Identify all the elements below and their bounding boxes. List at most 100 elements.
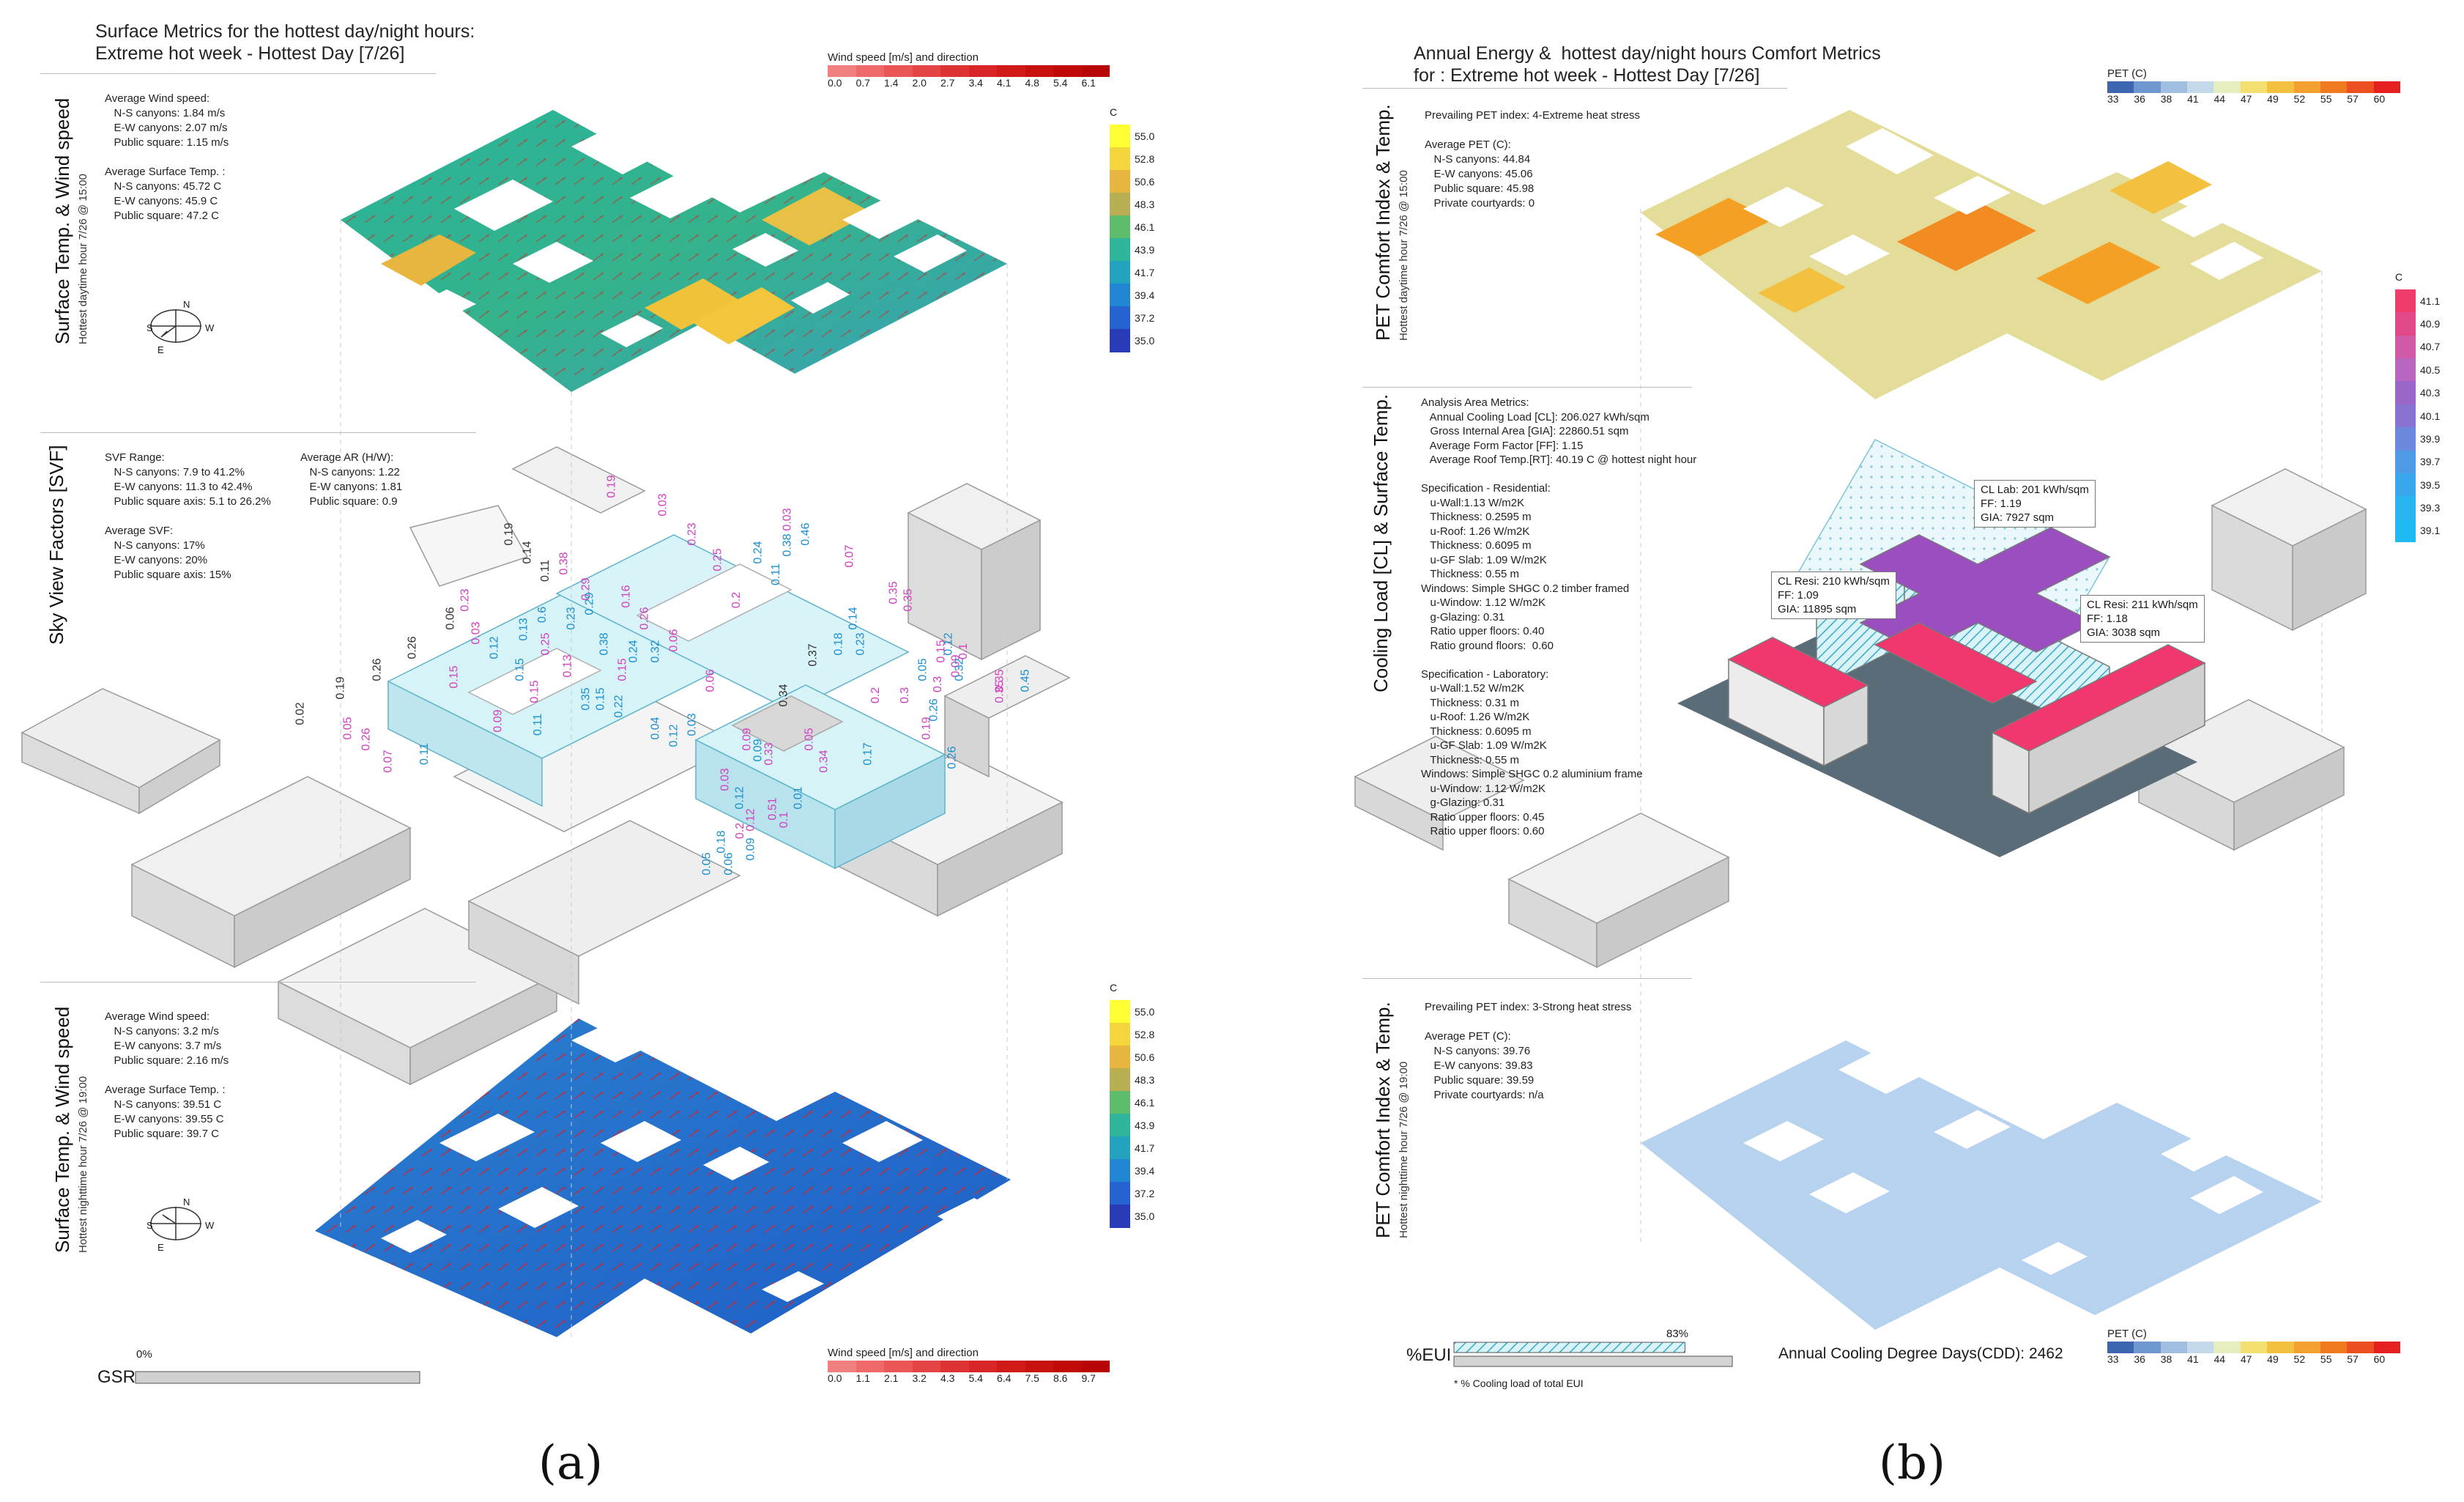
svf-label: 0.03 bbox=[470, 621, 483, 645]
svf-label: 0.19 bbox=[334, 676, 347, 700]
legend-value-label: 39.4 bbox=[1135, 289, 1155, 301]
svf-label: 0.24 bbox=[752, 541, 765, 564]
compass-bottom-e: E bbox=[157, 1242, 164, 1253]
svf-label: 0.34 bbox=[777, 684, 790, 707]
eui-label: %EUI bbox=[1406, 1345, 1452, 1365]
legend-swatch bbox=[2395, 427, 2416, 451]
wind-tick-top: 0.7 bbox=[856, 77, 870, 89]
legend-value-label: 39.3 bbox=[2420, 501, 2441, 514]
svf-label: 0.06 bbox=[444, 607, 457, 630]
svf-label: 0.05 bbox=[803, 728, 816, 751]
wind-tick-top: 2.7 bbox=[940, 77, 955, 89]
legend-swatch bbox=[1110, 306, 1130, 330]
legend-value-label: 40.1 bbox=[2420, 410, 2441, 422]
legend-swatch bbox=[2213, 81, 2241, 93]
legend-value-label: 39.4 bbox=[1135, 1164, 1155, 1177]
legend-swatch bbox=[940, 65, 969, 77]
legend-swatch bbox=[2240, 1342, 2268, 1353]
pet-tick-bottom: 49 bbox=[2267, 1353, 2279, 1365]
svf-label: 0.26 bbox=[638, 607, 651, 630]
svf-label: 0.19 bbox=[605, 475, 618, 498]
legend-swatch bbox=[1110, 1046, 1130, 1069]
a-mid-side-label: Sky View Factors [SVF] bbox=[45, 445, 68, 645]
legend-value-label: 39.1 bbox=[2420, 525, 2441, 537]
a-top-notes: Average Wind speed: N-S canyons: 1.84 m/… bbox=[105, 92, 229, 222]
a-bottom-side-label: Surface Temp. & Wind speed Hottest night… bbox=[51, 1007, 89, 1253]
legend-value-label: 40.3 bbox=[2420, 387, 2441, 399]
legend-swatch bbox=[2213, 1342, 2241, 1353]
a-top-side-sub: Hottest daytime hour 7/26 @ 15:00 bbox=[77, 174, 89, 344]
legend-swatch bbox=[2395, 335, 2416, 359]
svf-label: 0.23 bbox=[854, 632, 867, 656]
legend-swatch bbox=[1110, 125, 1130, 148]
wind-legend-top-ramp bbox=[828, 65, 1110, 77]
svf-label: 0.35 bbox=[993, 680, 1006, 703]
legend-swatch bbox=[2347, 81, 2374, 93]
legend-swatch bbox=[1110, 215, 1130, 239]
svf-label: 0.1 bbox=[778, 811, 791, 829]
a-top-side-title: Surface Temp. & Wind speed bbox=[51, 97, 73, 344]
legend-swatch bbox=[968, 1361, 997, 1372]
legend-swatch bbox=[1110, 1114, 1130, 1137]
svf-label: 0.18 bbox=[715, 830, 728, 854]
legend-value-label: 55.0 bbox=[1135, 1005, 1155, 1018]
legend-swatch bbox=[1110, 1000, 1130, 1024]
callout-cl-resi-1: CL Resi: 210 kWh/sqm FF: 1.09 GIA: 11895… bbox=[1771, 571, 1896, 619]
panel-a-title: Surface Metrics for the hottest day/nigh… bbox=[95, 21, 475, 64]
svf-label: 0.23 bbox=[565, 607, 578, 630]
pet-tick-bottom: 36 bbox=[2134, 1353, 2145, 1365]
legend-value-label: 41.7 bbox=[1135, 266, 1155, 278]
wind-tick-bottom: 2.1 bbox=[884, 1372, 899, 1384]
svf-label: 0.06 bbox=[704, 669, 717, 692]
svf-label: 0.25 bbox=[711, 548, 724, 571]
svf-label: 0.15 bbox=[448, 665, 461, 689]
cooling-load-3d-model bbox=[1354, 468, 2367, 969]
a-bottom-side-sub: Hottest nighttime hour 7/26 @ 19:00 bbox=[77, 1076, 89, 1253]
compass-bottom-s: S bbox=[146, 1220, 153, 1231]
svf-label: 0.09 bbox=[744, 837, 757, 861]
pet-tick-top: 36 bbox=[2134, 93, 2145, 105]
b-mid-rule bbox=[1362, 978, 1692, 979]
legend-swatch bbox=[2320, 1342, 2348, 1353]
svf-label: 0.01 bbox=[792, 786, 805, 810]
legend-value-label: 41.1 bbox=[2420, 295, 2441, 307]
legend-swatch bbox=[912, 65, 940, 77]
legend-swatch bbox=[1110, 1023, 1130, 1046]
legend-value-label: 41.7 bbox=[1135, 1142, 1155, 1154]
svf-label: 0.13 bbox=[517, 618, 530, 641]
svf-label: 0.16 bbox=[620, 585, 633, 608]
pet-tick-top: 41 bbox=[2187, 93, 2199, 105]
legend-swatch bbox=[2267, 81, 2294, 93]
compass-top-w: W bbox=[205, 322, 215, 333]
svf-label: 0.45 bbox=[1019, 669, 1032, 692]
svf-label: 0.15 bbox=[594, 687, 607, 711]
b-mid-side-label: Cooling Load [CL] & Surface Temp. bbox=[1370, 394, 1392, 692]
pet-tick-top: 38 bbox=[2160, 93, 2172, 105]
legend-swatch bbox=[2293, 81, 2320, 93]
compass-bottom-w: W bbox=[205, 1220, 215, 1231]
legend-swatch bbox=[2395, 450, 2416, 474]
pet-legend-bottom-title: PET (C) bbox=[2107, 1328, 2147, 1340]
legend-swatch bbox=[1025, 65, 1053, 77]
legend-swatch bbox=[1110, 147, 1130, 171]
svf-label: 0.02 bbox=[294, 702, 307, 725]
compass-top-s: S bbox=[146, 322, 153, 333]
pet-tick-bottom: 44 bbox=[2213, 1353, 2226, 1365]
pet-legend-top-title: PET (C) bbox=[2107, 67, 2147, 80]
wind-tick-bottom: 1.1 bbox=[856, 1372, 870, 1384]
legend-swatch bbox=[856, 1361, 884, 1372]
a-top-side-label: Surface Temp. & Wind speed Hottest dayti… bbox=[51, 98, 89, 344]
day-surface-temp-map bbox=[341, 110, 1007, 392]
legend-swatch bbox=[1110, 1159, 1130, 1183]
a-mid-notes-left: SVF Range: N-S canyons: 7.9 to 41.2% E-W… bbox=[105, 451, 271, 581]
svf-label: 0.3 bbox=[899, 687, 912, 704]
legend-value-label: 40.7 bbox=[2420, 341, 2441, 353]
a-mid-rule bbox=[40, 982, 476, 983]
svf-label: 0.09 bbox=[491, 709, 505, 733]
gsr-label: GSR bbox=[97, 1367, 136, 1387]
